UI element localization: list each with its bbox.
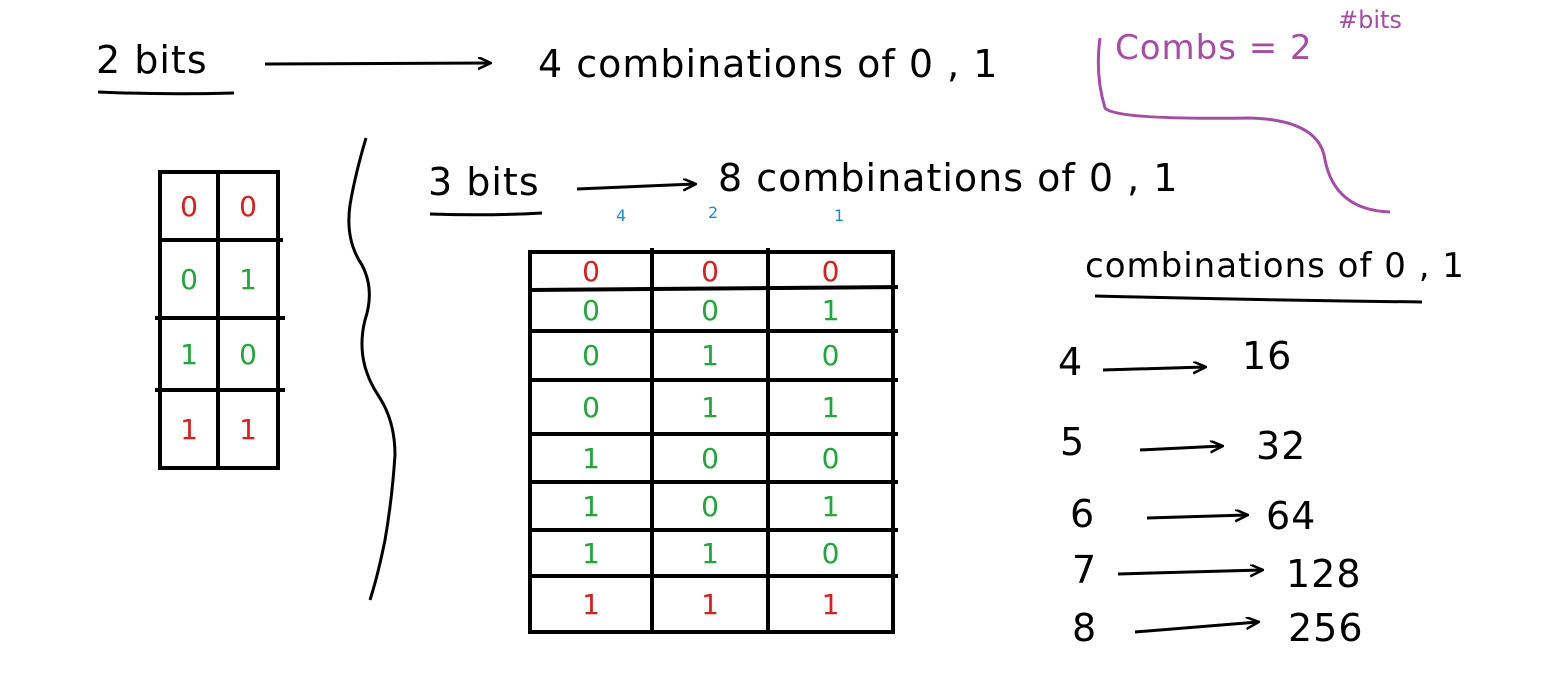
list-bits-8: 8 [1072,606,1098,650]
list-arrow-6 [1146,515,1247,518]
weight-label-1: 1 [834,206,845,225]
three-bits-cell-r5-c3: 0 [821,441,840,475]
list-combs-16: 16 [1242,334,1293,378]
two-bits-cell-r2-c1: 0 [180,262,198,296]
two-bits-underline [97,90,235,96]
three-bits-cell-r4-c3: 1 [821,390,840,424]
three-bits-cell-r3-c3: 0 [821,339,840,372]
three-bits-cell-r8-c1: 1 [582,587,600,621]
three-bits-cell-r1-c3: 0 [821,254,840,288]
list-bits-5: 5 [1060,420,1086,464]
two-bits-cell-r1-c2: 0 [239,189,257,223]
two-bits-table-grid [155,170,285,470]
list-bits-4: 4 [1058,340,1084,384]
three-bits-cell-r4-c1: 0 [582,390,600,424]
list-arrow-7 [1117,570,1262,574]
weight-label-2: 2 [708,203,719,222]
two-bits-result: 4 combinations of 0 , 1 [538,42,999,86]
three-bits-cell-r2-c1: 0 [582,294,600,327]
list-combs-64: 64 [1266,494,1317,538]
three-bits-cell-r1-c2: 0 [701,254,719,288]
formula-lhs: Combs = 2 [1115,28,1313,68]
list-arrow-4 [1102,367,1205,370]
three-bits-cell-r8-c3: 1 [821,587,840,621]
three-bits-cell-r6-c2: 0 [701,489,719,523]
list-arrow-8 [1134,622,1258,634]
two-bits-cell-r3-c1: 1 [180,337,198,371]
two-bits-label: 2 bits [96,38,208,82]
formula-exponent: #bits [1338,6,1402,34]
three-bits-label: 3 bits [428,160,540,204]
three-bits-cell-r5-c2: 0 [701,441,719,475]
weight-label-4: 4 [616,206,627,225]
list-combs-32: 32 [1256,424,1307,468]
three-bits-result: 8 combinations of 0 , 1 [718,156,1179,200]
three-bits-cell-r3-c2: 1 [701,339,719,372]
two-bits-cell-r4-c1: 1 [180,412,198,446]
three-bits-cell-r2-c2: 0 [701,294,719,327]
combinations-underline [1094,294,1423,304]
two-bits-cell-r1-c1: 0 [180,189,198,223]
three-bits-underline [429,211,543,217]
three-bits-cell-r3-c1: 0 [582,339,600,372]
three-bits-cell-r7-c1: 1 [582,536,600,570]
three-bits-cell-r2-c3: 1 [821,294,840,327]
two-bits-arrow [264,63,490,64]
three-bits-cell-r4-c2: 1 [701,390,719,424]
list-combs-128: 128 [1286,552,1362,596]
combinations-heading: combinations of 0 , 1 [1085,246,1465,286]
list-combs-256: 256 [1288,606,1364,650]
list-bits-6: 6 [1070,492,1096,536]
three-bits-arrow [576,184,695,189]
wavy-brace [347,137,397,601]
list-bits-7: 7 [1072,548,1098,592]
three-bits-cell-r6-c3: 1 [821,489,840,523]
three-bits-cell-r7-c2: 1 [701,536,719,570]
three-bits-cell-r1-c1: 0 [582,254,600,288]
three-bits-cell-r6-c1: 1 [582,489,600,523]
three-bits-cell-r5-c1: 1 [582,441,600,475]
list-arrow-5 [1139,446,1222,450]
three-bits-table-grid [528,248,899,634]
two-bits-cell-r4-c2: 1 [239,412,257,446]
formula-bracket [1096,37,1391,214]
two-bits-cell-r2-c2: 1 [239,262,257,296]
two-bits-cell-r3-c2: 0 [239,337,257,371]
three-bits-cell-r8-c2: 1 [701,587,719,621]
three-bits-cell-r7-c3: 0 [821,536,840,570]
